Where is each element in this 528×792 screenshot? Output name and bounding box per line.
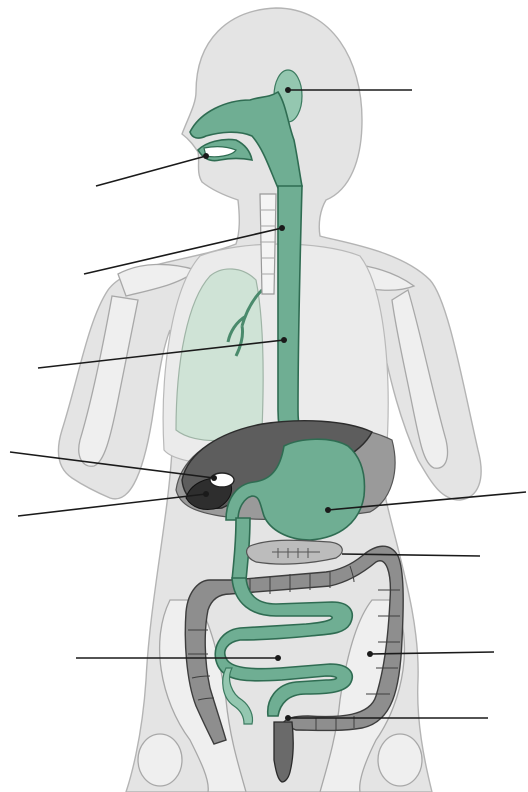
- leader-mouth: [96, 156, 206, 186]
- trachea: [260, 194, 276, 294]
- pointer-small-intestine: [275, 655, 281, 661]
- pointer-rectum: [285, 715, 291, 721]
- pointer-mouth: [203, 153, 209, 159]
- pointer-esophagus: [281, 337, 287, 343]
- hip-joint-left: [138, 734, 182, 786]
- pointer-liver: [203, 491, 209, 497]
- hip-joint-right: [378, 734, 422, 786]
- pointer-pharynx: [279, 225, 285, 231]
- pointer-large-intestine: [367, 651, 373, 657]
- pointer-salivary-gland: [285, 87, 291, 93]
- pointer-gallbladder: [211, 475, 217, 481]
- pointer-stomach: [325, 507, 331, 513]
